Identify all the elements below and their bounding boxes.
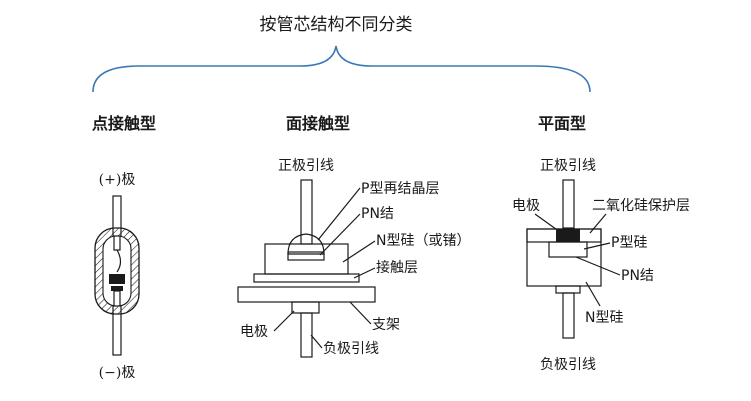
label-n-type-silicon: N型硅 — [585, 310, 623, 326]
label-p-type-silicon: P型硅 — [611, 235, 647, 251]
cathode-label: (−)极 — [99, 365, 136, 381]
n-type-silicon-block — [264, 243, 349, 275]
heading-planar: 平面型 — [538, 114, 586, 133]
p-regrown-dome — [287, 233, 325, 255]
support-base — [237, 286, 376, 303]
negative-lead — [562, 292, 575, 339]
label-electrode: 电极 — [512, 198, 540, 214]
label-pn-junction: PN结 — [621, 268, 654, 284]
top-electrode — [556, 229, 580, 242]
positive-lead — [562, 179, 575, 229]
label-support: 支架 — [372, 317, 400, 333]
bottom-contact — [555, 285, 581, 294]
label-positive-lead: 正极引线 — [278, 158, 334, 174]
label-electrode: 电极 — [240, 324, 268, 340]
surface-contact-diode: 正极引线 P型再结晶层 PN结 N型硅（或锗） 接触层 支架 电极 负极引线 — [237, 158, 470, 358]
label-p-regrown-layer: P型再结晶层 — [361, 181, 439, 197]
point-contact-diode: (+)极 (−)极 — [94, 172, 140, 381]
category-brace — [92, 45, 591, 93]
semiconductor-chip — [109, 274, 125, 284]
bottom-electrode — [291, 301, 320, 314]
negative-lead — [300, 312, 313, 358]
label-n-silicon-germanium: N型硅（或锗） — [376, 233, 470, 249]
label-contact-layer: 接触层 — [376, 259, 418, 276]
planar-diode: 正极引线 电极 二氧化硅保护层 P型硅 PN结 N型硅 负极引线 — [512, 158, 690, 373]
heading-surface-contact: 面接触型 — [286, 114, 350, 133]
label-pn-junction: PN结 — [361, 206, 394, 222]
heading-point-contact: 点接触型 — [92, 114, 156, 133]
anode-label: (+)极 — [99, 172, 136, 188]
cat-whisker — [116, 249, 122, 273]
diagram-title: 按管芯结构不同分类 — [260, 15, 413, 35]
label-positive-lead: 正极引线 — [540, 158, 596, 174]
label-negative-lead: 负极引线 — [323, 341, 379, 357]
label-negative-lead: 负极引线 — [540, 357, 596, 373]
label-sio2-layer: 二氧化硅保护层 — [592, 198, 690, 214]
contact-layer — [253, 273, 360, 283]
pn-junction-strip — [287, 251, 325, 261]
p-type-silicon-region — [548, 241, 588, 258]
